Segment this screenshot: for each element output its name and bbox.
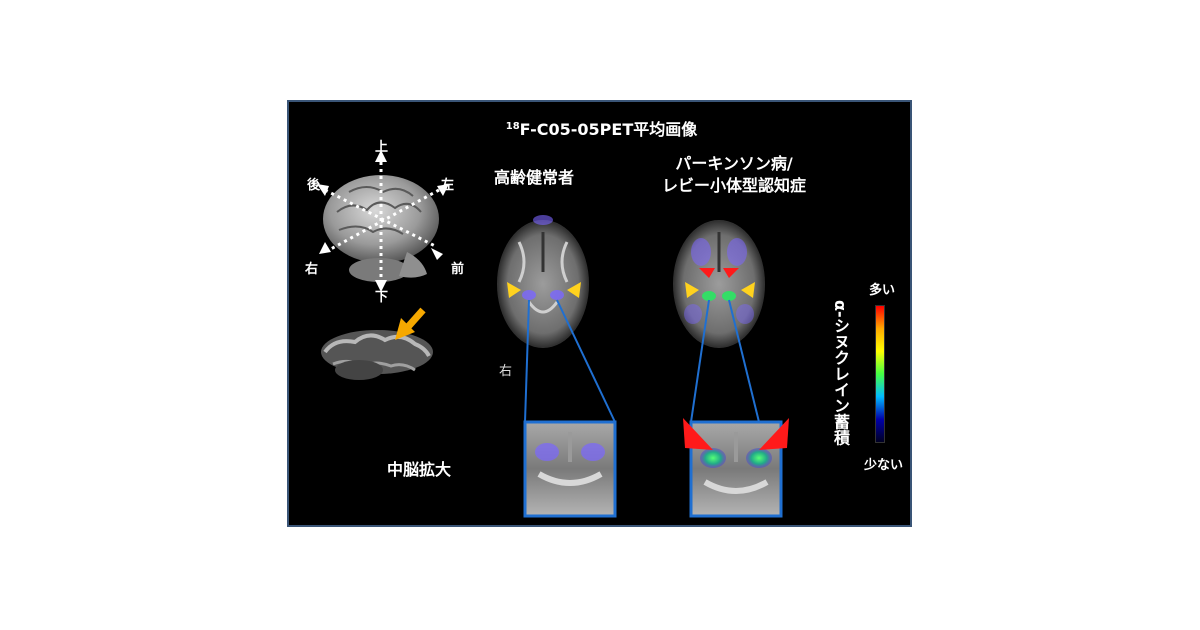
zoom-connector-lines — [524, 299, 760, 423]
figure-title: 18F-C05-05PET平均画像 — [505, 120, 698, 139]
colorbar-gradient — [875, 305, 885, 443]
orientation-axes — [324, 162, 440, 282]
midbrain-zoom-pd-dlb — [689, 420, 783, 518]
orientation-right-label: 右 — [305, 262, 319, 277]
axial-slice-healthy — [497, 215, 589, 348]
orientation-left-label: 左 — [441, 178, 455, 193]
orange-arrow-icon — [395, 307, 426, 340]
orientation-up-label: 上 — [375, 140, 389, 155]
orientation-front-label: 前 — [451, 262, 465, 277]
axial-slice-pd-dlb — [673, 220, 765, 348]
slice-side-right-label: 右 — [499, 364, 513, 379]
colorbar-title: α-シヌクレイン蓄積 — [831, 300, 850, 446]
midbrain-zoom-healthy — [523, 420, 617, 518]
red-triangle-icon — [699, 268, 739, 278]
figure-artwork — [317, 150, 789, 518]
orientation-down-label: 下 — [375, 290, 389, 305]
figure-panel: 18F-C05-05PET平均画像 高齢健常者 パーキンソン病/ レビー小体型認… — [287, 100, 912, 527]
group-label-pd-line2: レビー小体型認知症 — [661, 176, 806, 195]
orientation-back-label: 後 — [307, 178, 321, 193]
group-label-pd-line1: パーキンソン病/ — [675, 154, 793, 173]
colorbar-low-label: 少ない — [864, 458, 904, 473]
colorbar-high-label: 多い — [869, 283, 896, 298]
large-red-triangle-icon — [683, 418, 789, 450]
midbrain-zoom-label: 中脳拡大 — [387, 460, 452, 479]
axis-arrowheads — [317, 150, 449, 292]
group-label-healthy: 高齢健常者 — [494, 168, 575, 187]
yellow-triangle-icon — [507, 282, 581, 298]
yellow-triangle-icon-pd — [685, 282, 755, 298]
sagittal-brain-slice — [321, 330, 433, 380]
